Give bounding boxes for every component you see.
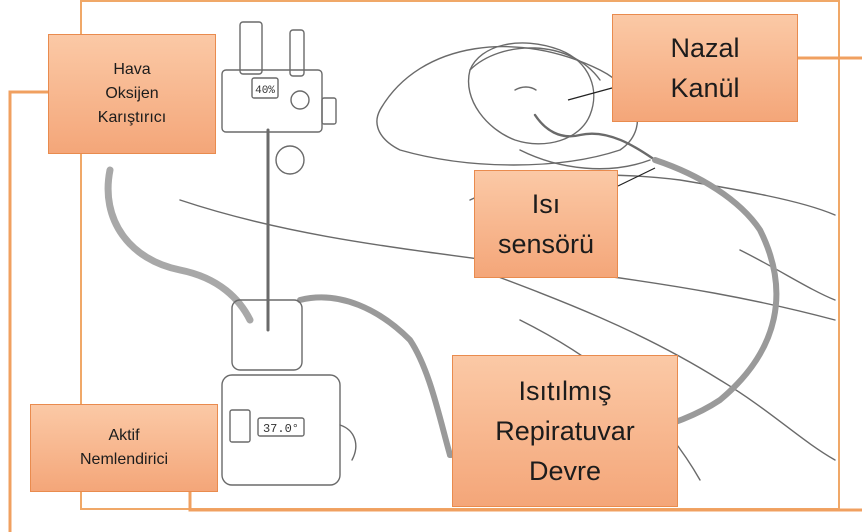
- supply-hose: [108, 170, 250, 320]
- label-temperature-sensor: Isı sensörü: [474, 170, 618, 278]
- leader-nasal: [568, 88, 612, 100]
- label-active-humidifier-text: Aktif Nemlendirici: [80, 424, 168, 472]
- label-active-humidifier: Aktif Nemlendirici: [30, 404, 218, 492]
- blender-flowmeter: [240, 22, 262, 74]
- filter-bulb: [276, 146, 304, 174]
- humidifier-cord: [340, 425, 356, 460]
- label-air-oxygen-blender: Hava Oksijen Karıştırıcı: [48, 34, 216, 154]
- blender-flowmeter-2: [290, 30, 304, 76]
- humidifier-panel: [230, 410, 250, 442]
- circuit-hose-lower: [300, 297, 450, 455]
- label-temperature-sensor-text: Isı sensörü: [498, 184, 594, 264]
- blender-unit: [222, 70, 322, 132]
- label-heated-respiratory-circuit: Isıtılmış Repiratuvar Devre: [452, 355, 678, 507]
- patient-eye: [515, 87, 536, 90]
- blender-knob: [291, 91, 309, 109]
- label-air-oxygen-blender-text: Hava Oksijen Karıştırıcı: [98, 58, 166, 130]
- blender-readout: 40%: [255, 85, 275, 97]
- humidifier-readout: 37.0°: [263, 422, 299, 436]
- pillow-outline: [377, 47, 638, 165]
- label-nasal-cannula-text: Nazal Kanül: [670, 28, 739, 108]
- label-nasal-cannula: Nazal Kanül: [612, 14, 798, 122]
- label-heated-respiratory-circuit-text: Isıtılmış Repiratuvar Devre: [495, 371, 635, 491]
- blender-side-port: [322, 98, 336, 124]
- blanket-fold-3: [740, 250, 835, 300]
